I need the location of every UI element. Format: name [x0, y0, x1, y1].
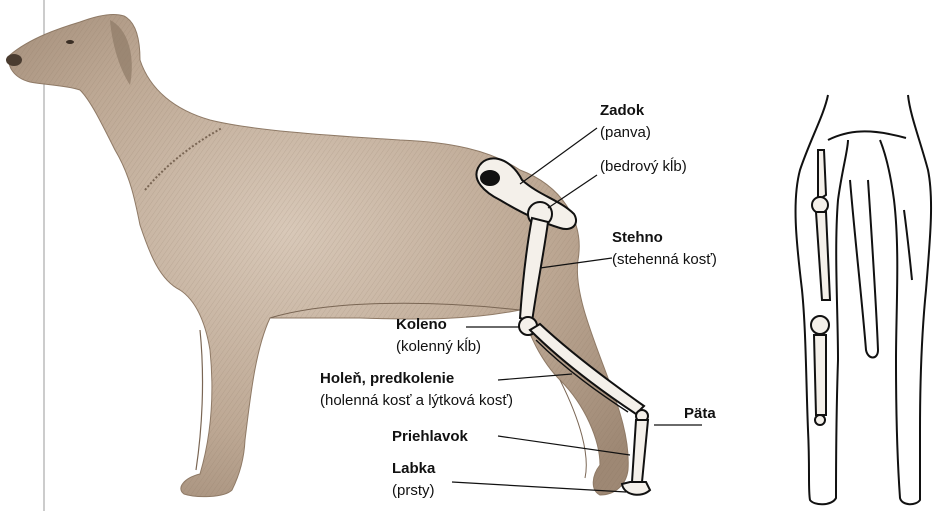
label-priehlavok: Priehlavok — [392, 428, 468, 446]
pelvis-hole — [481, 171, 499, 185]
label-holen-name: Holeň, predkolenie — [320, 370, 454, 387]
rear-view-legs — [796, 95, 932, 504]
label-holenna: (holenná kosť a lýtková kosť) — [320, 392, 513, 410]
label-zadok-detail: (panva) — [600, 124, 651, 141]
toe-bones — [622, 482, 650, 495]
label-holen-detail: (holenná kosť a lýtková kosť) — [320, 392, 513, 409]
label-holen: Holeň, predkolenie — [320, 370, 454, 388]
label-bedrovy: (bedrový kĺb) — [600, 158, 687, 176]
label-stehno-name: Stehno — [612, 229, 663, 246]
metatarsal-bone — [632, 420, 648, 482]
label-koleno-name: Koleno — [396, 316, 447, 333]
label-koleno: Koleno — [396, 316, 447, 334]
label-zadok: Zadok — [600, 102, 644, 120]
label-pata-name: Päta — [684, 405, 716, 422]
label-koleno-detail: (kolenný kĺb) — [396, 338, 481, 355]
label-prsty: (prsty) — [392, 482, 435, 500]
label-pata: Päta — [684, 405, 716, 423]
label-labka: Labka — [392, 460, 435, 478]
label-zadok-name: Zadok — [600, 102, 644, 119]
label-stehno-detail: (stehenná kosť) — [612, 251, 717, 268]
label-panva: (panva) — [600, 124, 651, 142]
label-kolenny: (kolenný kĺb) — [396, 338, 481, 356]
label-labka-detail: (prsty) — [392, 482, 435, 499]
label-stehno: Stehno — [612, 229, 663, 247]
label-stehenna: (stehenná kosť) — [612, 251, 717, 269]
label-labka-name: Labka — [392, 460, 435, 477]
label-priehlavok-name: Priehlavok — [392, 428, 468, 445]
label-bedrovy-detail: (bedrový kĺb) — [600, 158, 687, 175]
